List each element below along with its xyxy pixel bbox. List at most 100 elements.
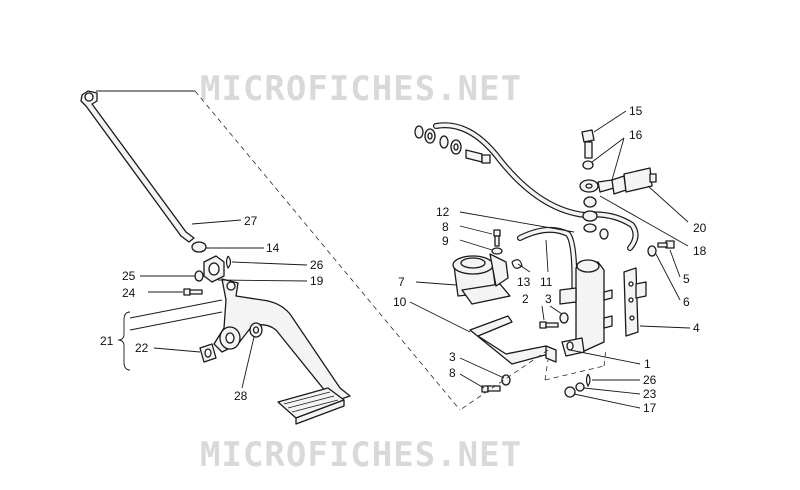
leader-8a — [459, 225, 493, 235]
watermark-top: MICROFICHES.NET — [200, 69, 522, 109]
pedal-pad — [277, 387, 345, 425]
washer-3a — [559, 312, 569, 324]
master-cylinder-1 — [559, 259, 613, 357]
leader-17 — [573, 393, 641, 409]
hose-fitting-18 — [582, 196, 609, 240]
reservoir-hose — [517, 226, 578, 303]
leader-1 — [569, 349, 641, 365]
leader-4 — [639, 325, 691, 329]
leader-21a — [129, 299, 223, 319]
leader-16 — [591, 137, 625, 181]
leader-11 — [545, 239, 549, 273]
callout-14: 14 — [266, 241, 280, 255]
split-pin-right — [585, 373, 591, 388]
callout-28: 28 — [234, 389, 248, 403]
pressure-switch-20 — [611, 167, 657, 195]
leader-12 — [459, 211, 575, 233]
watermark-bottom: MICROFICHES.NET — [200, 435, 522, 475]
callout-24: 24 — [122, 286, 136, 300]
leader-22 — [153, 347, 201, 353]
callout-1: 1 — [644, 357, 651, 371]
bolt-24 — [183, 288, 203, 296]
callout-16: 16 — [629, 128, 643, 142]
washer-23 — [575, 382, 585, 392]
callout-10: 10 — [393, 295, 407, 309]
bolt-2 — [539, 321, 559, 329]
leader-27 — [191, 219, 242, 225]
callout-21: 21 — [100, 334, 114, 348]
mounting-bracket-10 — [469, 315, 557, 365]
leader-19 — [217, 279, 308, 282]
leader-10 — [409, 301, 471, 333]
split-pin-left — [225, 255, 232, 270]
callout-23: 23 — [643, 387, 657, 401]
callout-18: 18 — [693, 244, 707, 258]
clevis-fork — [203, 255, 225, 283]
banjo-fitting-16 — [579, 179, 615, 193]
leader-3b — [459, 357, 505, 379]
callout-22: 22 — [135, 341, 149, 355]
banjo-bolt-15 — [581, 129, 595, 159]
nut-14 — [191, 241, 207, 253]
callout-13: 13 — [517, 275, 531, 289]
pedal-lever — [213, 278, 351, 401]
washer-6 — [647, 245, 657, 257]
callout-11: 11 — [540, 275, 553, 289]
leader-28 — [241, 336, 255, 389]
callout-8-top: 8 — [442, 220, 449, 234]
clutch-pedal-assembly — [80, 90, 461, 425]
callout-26-left: 26 — [310, 258, 324, 272]
upper-hose — [433, 122, 639, 251]
callout-5: 5 — [683, 272, 690, 286]
callout-19: 19 — [310, 274, 324, 288]
bolt-8-lower — [481, 385, 501, 393]
leader-13 — [517, 263, 531, 273]
fluid-reservoir-7 — [452, 253, 511, 305]
leader-2 — [541, 305, 545, 321]
callout-2: 2 — [522, 292, 529, 306]
callout-9: 9 — [442, 234, 449, 248]
leader-21b — [129, 311, 223, 331]
callout-3-upper: 3 — [545, 292, 552, 306]
callout-20: 20 — [693, 221, 707, 235]
callout-3-lower: 3 — [449, 350, 456, 364]
leader-20 — [647, 185, 689, 223]
leader-7 — [415, 281, 457, 286]
callout-27: 27 — [244, 214, 258, 228]
leader-23 — [583, 387, 641, 395]
washer-9 — [491, 247, 503, 255]
bolt-5 — [657, 240, 675, 249]
washer-16a — [582, 160, 594, 170]
group-bracket-21 — [117, 311, 131, 371]
callout-26-right: 26 — [643, 373, 657, 387]
leader-3a — [549, 305, 563, 315]
callout-7: 7 — [398, 275, 405, 289]
leader-26l — [231, 261, 308, 266]
callout-17: 17 — [643, 401, 657, 415]
leader-9 — [459, 239, 493, 251]
hose-clip-13 — [511, 259, 523, 269]
dashed-guide-line — [194, 90, 461, 411]
washer-17 — [564, 386, 576, 398]
leader-5 — [669, 249, 681, 278]
master-cylinder-assembly — [409, 110, 691, 411]
callout-4: 4 — [693, 321, 700, 335]
bush-22 — [199, 343, 217, 363]
banjo-fittings-top — [414, 125, 491, 164]
leader-15 — [593, 110, 627, 133]
leader-6 — [655, 253, 681, 301]
callout-6: 6 — [683, 295, 690, 309]
callout-12: 12 — [436, 205, 450, 219]
leader-18 — [599, 195, 689, 247]
mounting-plate-4 — [623, 267, 647, 337]
callout-25: 25 — [122, 269, 136, 283]
callout-labels: 27 14 26 25 19 24 21 22 28 15 16 20 18 1… — [100, 104, 707, 415]
leader-8b — [459, 373, 485, 389]
pushrod — [80, 90, 195, 243]
bushing-28 — [249, 322, 263, 338]
washer-25 — [194, 270, 204, 282]
callout-8-lower: 8 — [449, 366, 456, 380]
callout-15: 15 — [629, 104, 643, 118]
